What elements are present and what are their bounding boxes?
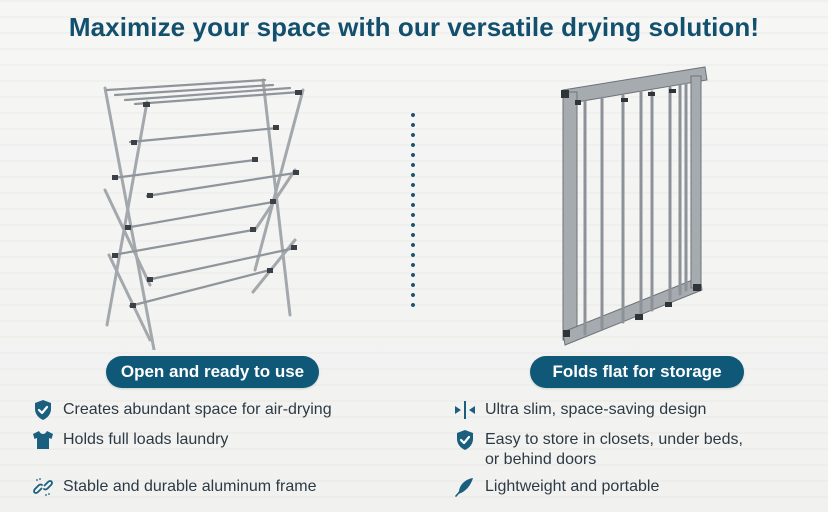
- feature-item: Ultra slim, space-saving design: [454, 400, 706, 420]
- folded-drying-rack-image: [555, 62, 715, 347]
- open-ready-label: Open and ready to use: [120, 362, 305, 381]
- feature-text: Stable and durable aluminum frame: [63, 478, 317, 495]
- open-ready-label-pill: Open and ready to use: [106, 356, 319, 388]
- feather-icon: [454, 477, 476, 497]
- tshirt-icon: [32, 430, 54, 450]
- chain-link-icon: [32, 477, 54, 497]
- open-drying-rack-image: [95, 70, 310, 357]
- feature-text: Ultra slim, space-saving design: [485, 401, 707, 418]
- feature-item: Stable and durable aluminum frame: [32, 477, 316, 497]
- feature-item: Lightweight and portable: [454, 477, 659, 497]
- page-title: Maximize your space with our versatile d…: [68, 12, 760, 42]
- folds-flat-label: Folds flat for storage: [552, 362, 722, 381]
- dotted-divider: [410, 110, 416, 310]
- feature-item: Easy to store in closets, under beds, or…: [454, 430, 743, 470]
- feature-item: Holds full loads laundry: [32, 430, 228, 450]
- shield-check-icon: [454, 430, 476, 450]
- compress-arrows-icon: [454, 400, 476, 420]
- feature-text: Easy to store in closets, under beds, or…: [485, 431, 743, 468]
- folds-flat-label-pill: Folds flat for storage: [530, 356, 744, 388]
- feature-text: Lightweight and portable: [485, 478, 660, 495]
- feature-text: Creates abundant space for air-drying: [63, 401, 332, 418]
- feature-text: Holds full loads laundry: [63, 431, 229, 448]
- feature-item: Creates abundant space for air-drying: [32, 400, 332, 420]
- shield-check-icon: [32, 400, 54, 420]
